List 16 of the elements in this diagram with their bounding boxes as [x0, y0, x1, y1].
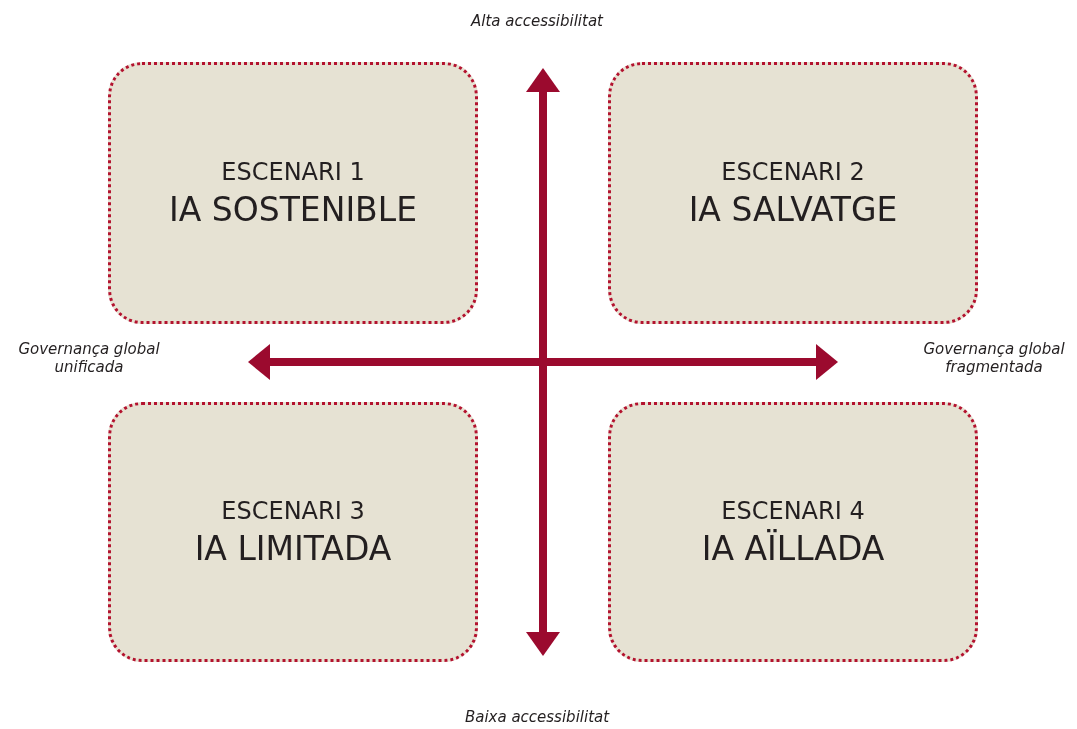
axis-label: Baixa accessibilitat [463, 708, 611, 726]
scenario-title: IA LIMITADA [194, 528, 392, 568]
scenario-title: IA SOSTENIBLE [169, 189, 417, 229]
scenario-title: IA AÏLLADA [701, 528, 885, 568]
axis-label: Governança global fragmentada [922, 340, 1066, 376]
scenario-number: ESCENARI 1 [221, 157, 365, 186]
scenario-box [108, 402, 478, 662]
scenario-box [608, 62, 978, 324]
scenario-number: ESCENARI 3 [221, 496, 365, 525]
scenario-box [108, 62, 478, 324]
scenario-number: ESCENARI 4 [721, 496, 865, 525]
axis-label: Governança global unificada [17, 340, 161, 376]
scenario-box [608, 402, 978, 662]
scenario-title: IA SALVATGE [688, 189, 898, 229]
axis-label: Alta accessibilitat [469, 12, 605, 30]
scenario-number: ESCENARI 2 [721, 157, 865, 186]
